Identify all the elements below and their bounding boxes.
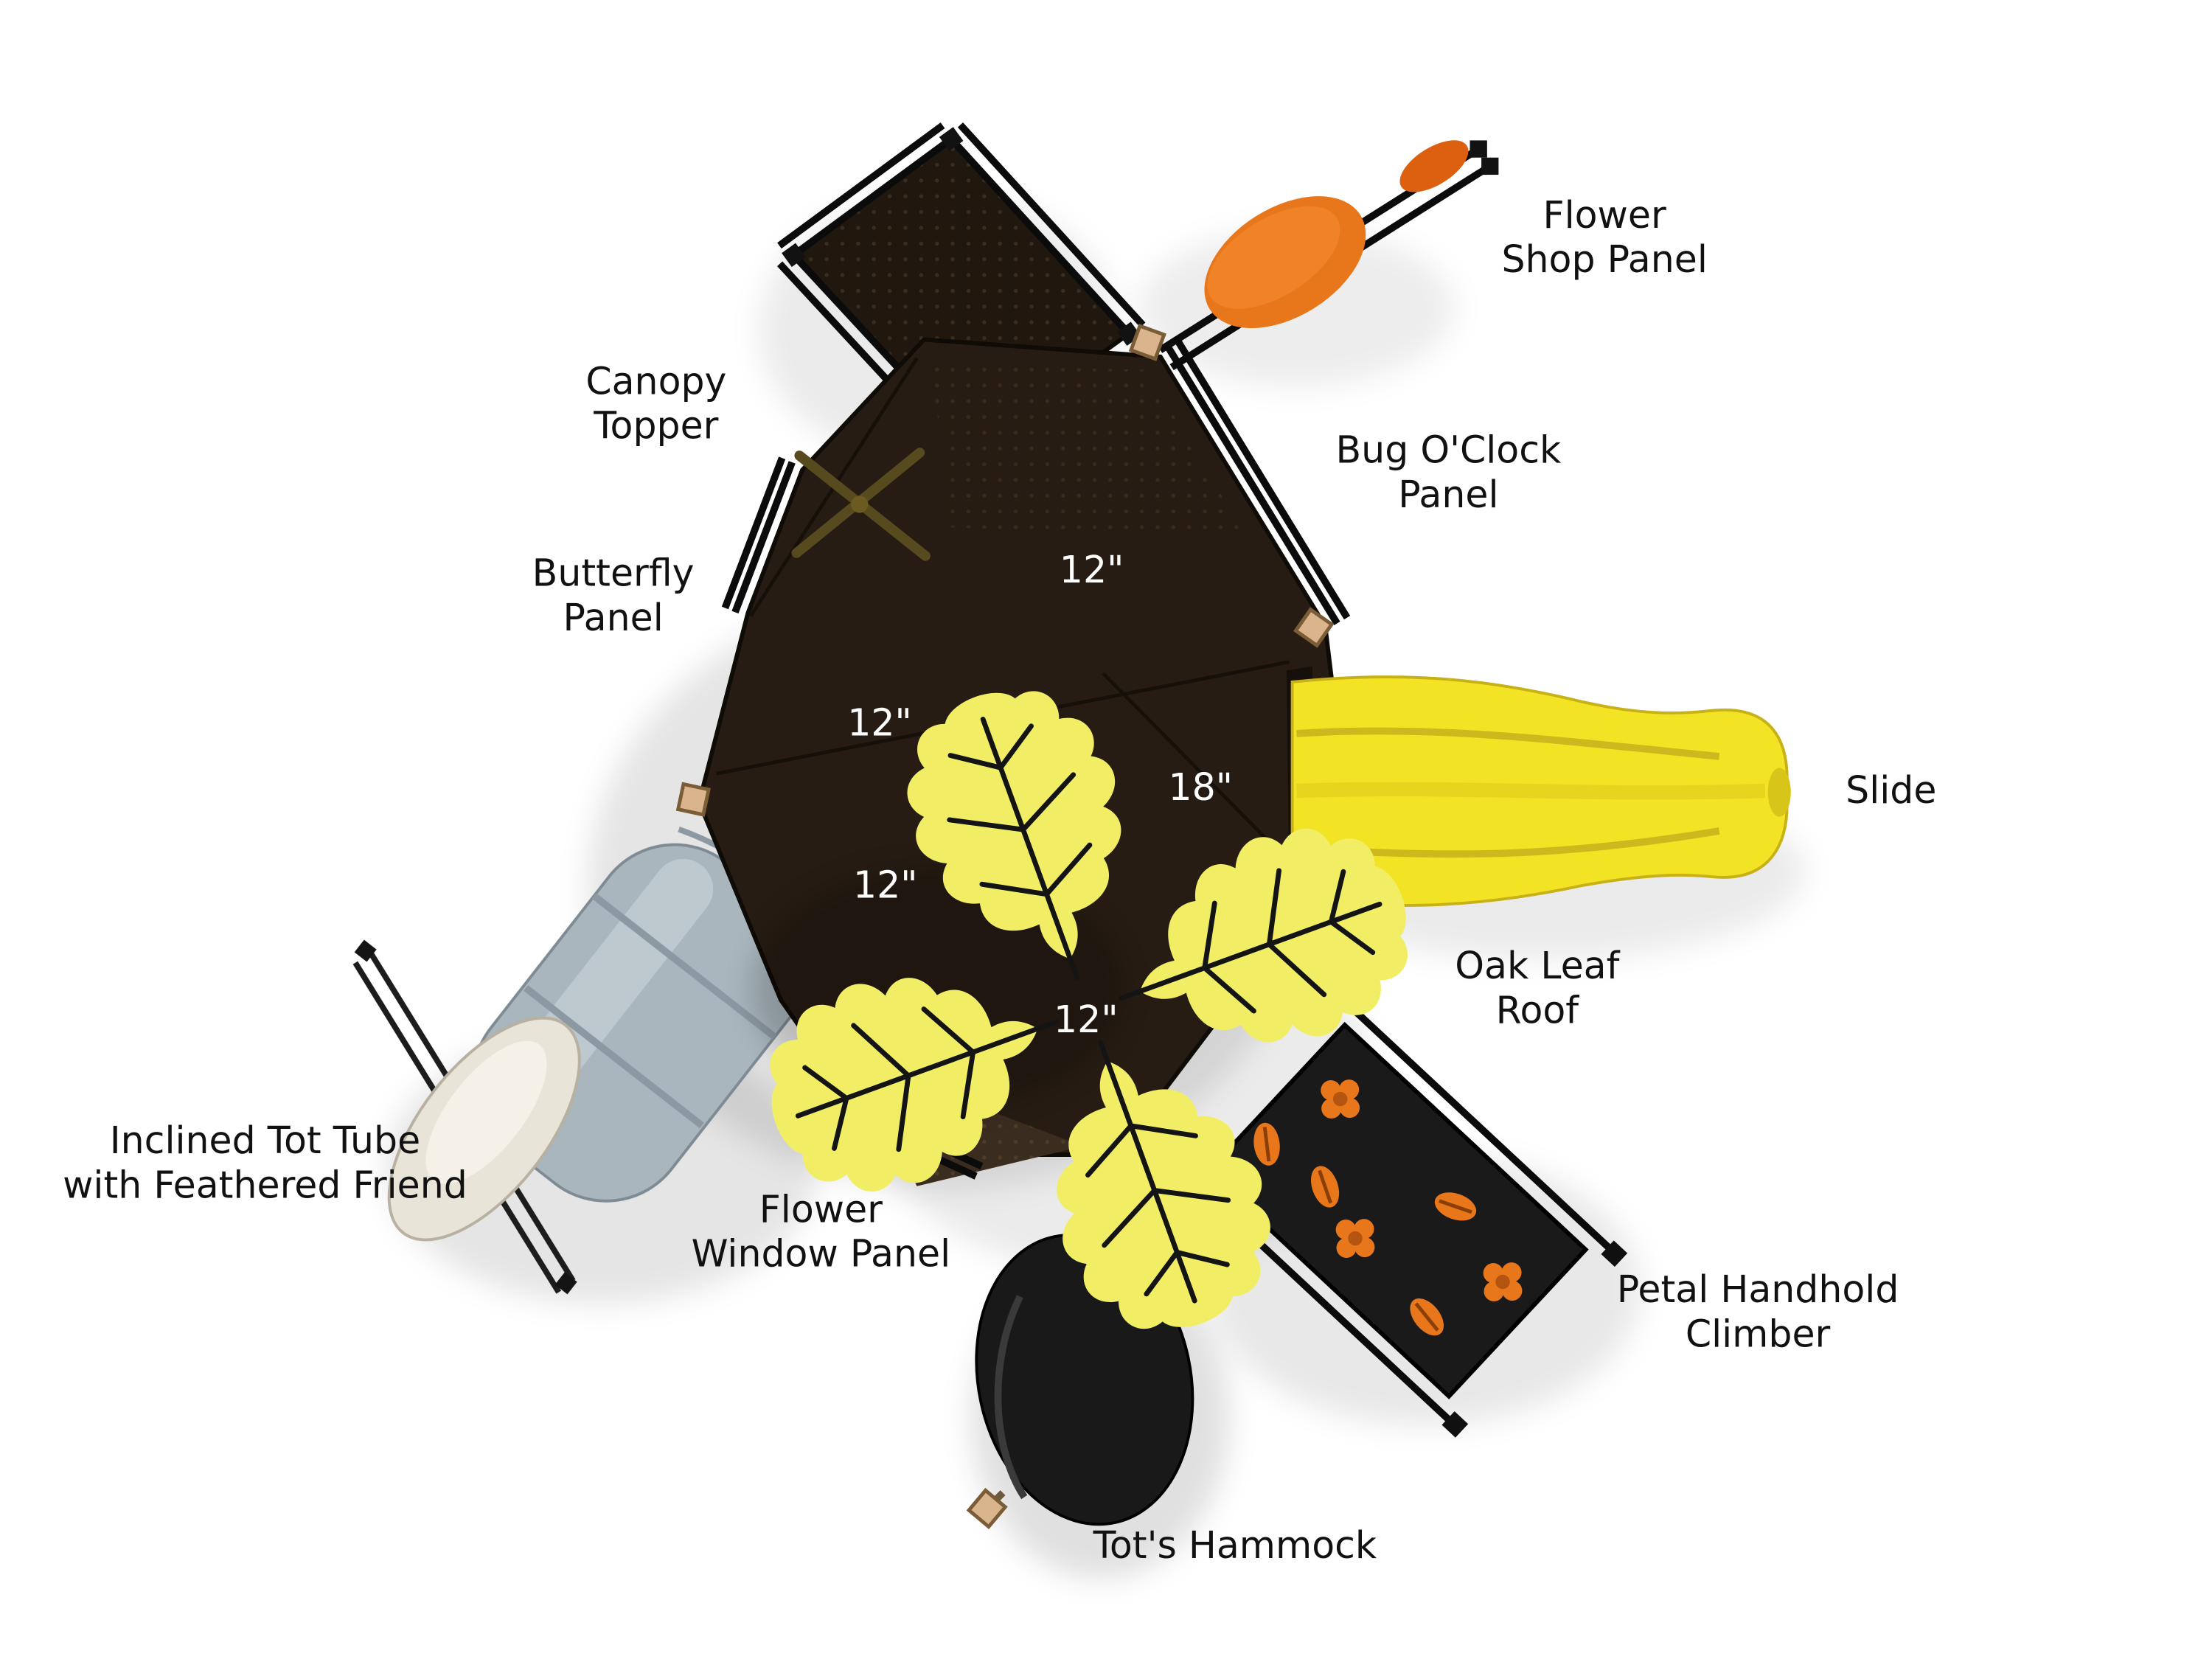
petal-handhold-climber <box>1166 983 1628 1438</box>
post <box>675 782 712 817</box>
flower-shop-awning-tip <box>1399 140 1469 192</box>
support-posts <box>675 323 1335 1530</box>
inclined-tot-tube <box>352 827 821 1295</box>
butterfly-panel <box>721 456 796 614</box>
climber-panel <box>1205 1021 1589 1399</box>
slide <box>1286 666 1791 908</box>
post <box>1293 607 1335 648</box>
canopy-topper <box>791 448 931 561</box>
post <box>1128 323 1166 361</box>
flower-shop-panel <box>1158 140 1499 371</box>
post <box>966 1487 1008 1530</box>
bug-oclock-panel <box>1165 340 1351 626</box>
